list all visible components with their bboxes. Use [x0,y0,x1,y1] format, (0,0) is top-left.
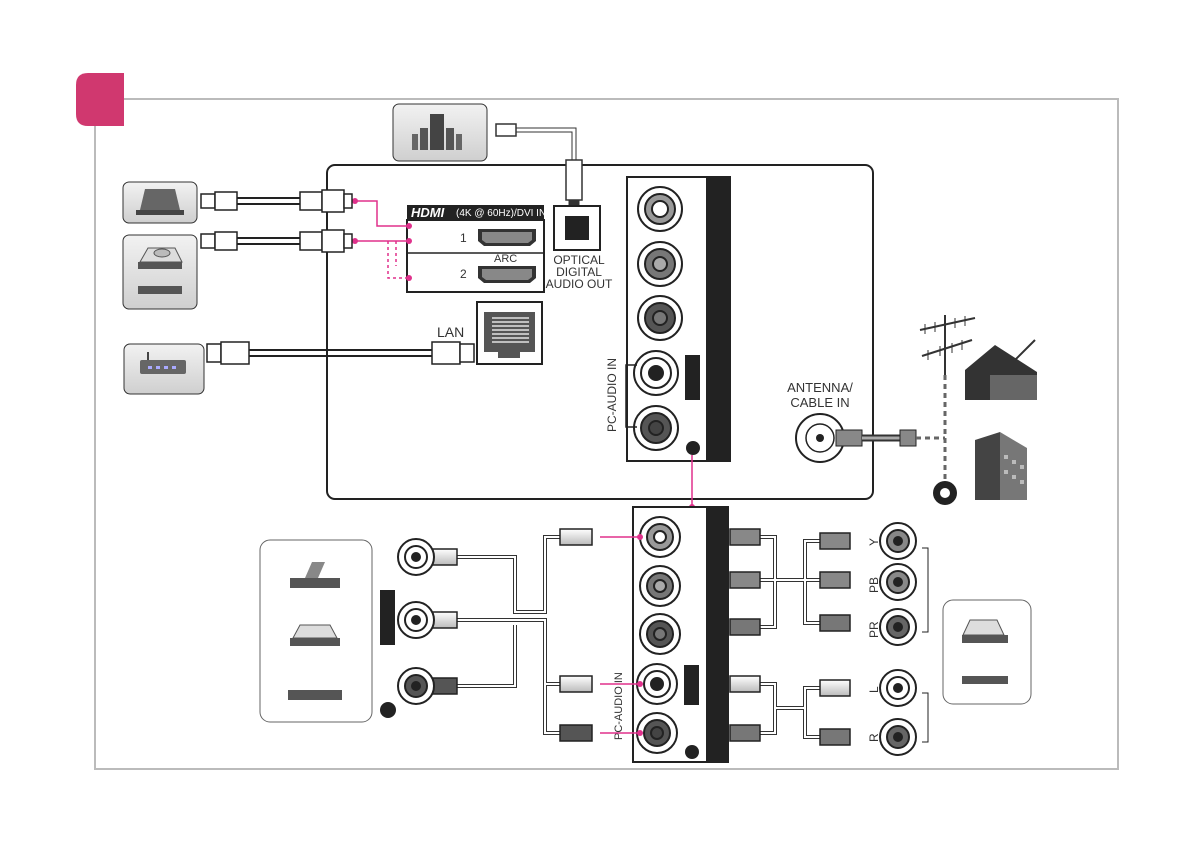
left-source-jacks [398,539,434,704]
disc-player-icon [123,235,197,309]
label-pb: PB [867,577,881,593]
pc-audio-in-label: PC-AUDIO IN [605,358,619,432]
home-theater-speaker-icon [393,104,487,161]
step-badge [76,73,124,126]
hdmi-port-2-label: 2 [460,267,467,281]
label-y: Y [867,538,881,546]
hdmi-logo: HDMI [411,205,445,220]
label-l: L [867,686,881,693]
pc-audio-in-lower-label: PC-AUDIO IN [613,672,625,740]
label-pr: PR [867,621,881,638]
hdmi-port-1-label: 1 [460,231,467,245]
hdmi-title-suffix: (4K @ 60Hz)/DVI IN [456,208,546,219]
right-rca-plugs [730,529,850,745]
laptop-icon [123,182,197,223]
hdmi-arc-label: ARC [494,253,517,265]
router-icon [124,344,204,394]
lan-port [477,302,542,364]
optical-port [554,206,600,250]
left-rca-plugs [427,529,592,741]
antenna-label-2: CABLE IN [790,395,849,410]
hdmi-port-2 [478,266,536,283]
component-device [943,600,1031,704]
antenna-label-1: ANTENNA/ [787,380,853,395]
building-icon [975,432,1027,500]
outdoor-antenna-icon [920,315,975,375]
hdmi-port-1 [478,229,536,246]
label-r: R [867,733,881,742]
optical-label-3: AUDIO OUT [546,277,613,291]
house-icon [965,340,1037,400]
component-jacks [880,523,916,755]
lan-label: LAN [437,324,464,340]
left-source-devices [260,540,372,722]
